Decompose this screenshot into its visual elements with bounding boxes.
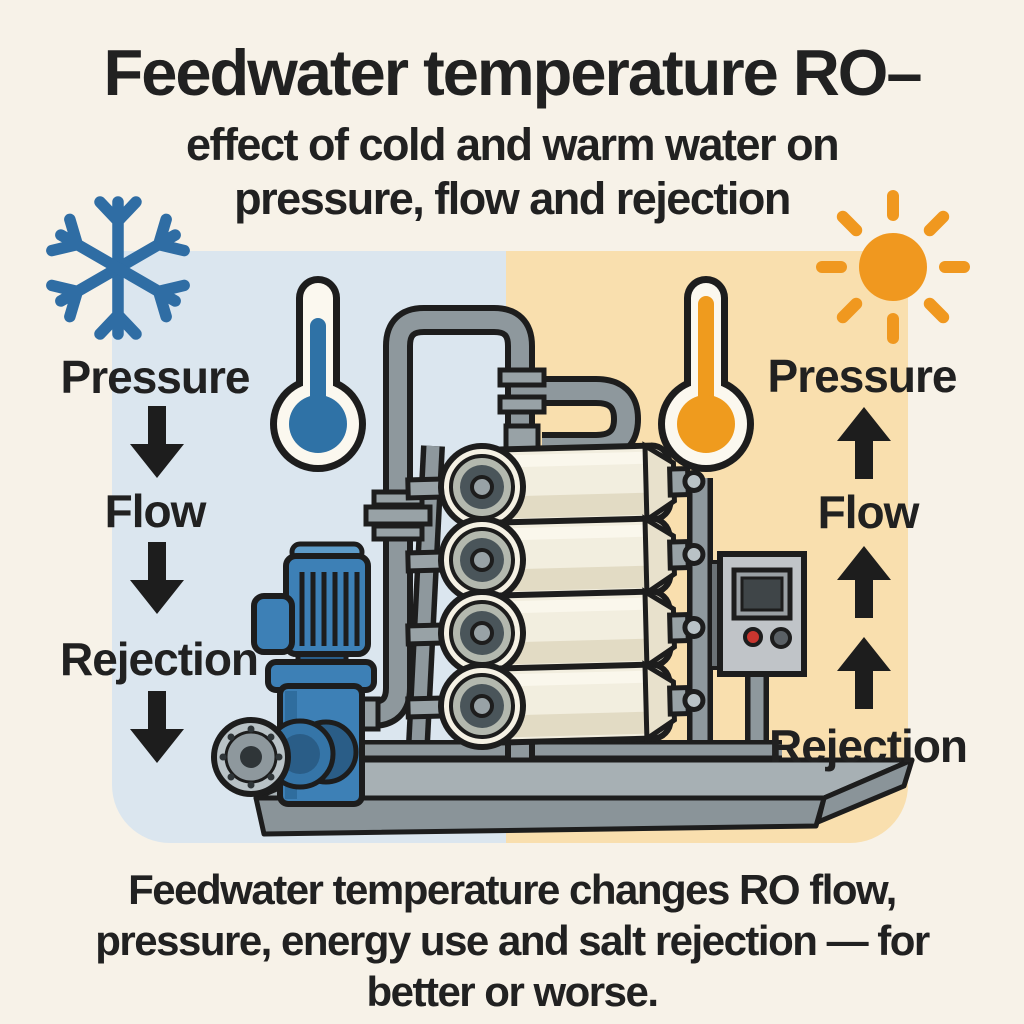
up-arrow-icon [837,407,891,479]
warm-pressure-label: Pressure [767,350,958,402]
down-arrow-icon [130,691,184,763]
cold-rejection-label: Rejection [59,633,259,685]
caption-line: better or worse. [366,968,659,1016]
page-title: Feedwater temperature RO– [103,36,923,109]
down-arrow-icon [130,406,184,478]
up-arrow-icon [837,637,891,709]
subtitle: effect of cold and warm water on pressur… [0,118,1024,226]
warm-rejection-label: Rejection [768,720,968,772]
cold-pressure-label: Pressure [60,351,251,403]
caption: Feedwater temperature changes RO flow, p… [0,864,1024,1018]
cold-flow-label: Flow [104,485,207,537]
caption-line: Feedwater temperature changes RO flow, [128,866,897,913]
subtitle-line: effect of cold and warm water on [185,119,840,170]
caption-line: pressure, energy use and salt rejection … [95,917,930,965]
down-arrow-icon [130,542,184,614]
warm-flow-label: Flow [817,486,920,538]
subtitle-line: pressure, flow and rejection [234,173,791,224]
up-arrow-icon [837,546,891,618]
